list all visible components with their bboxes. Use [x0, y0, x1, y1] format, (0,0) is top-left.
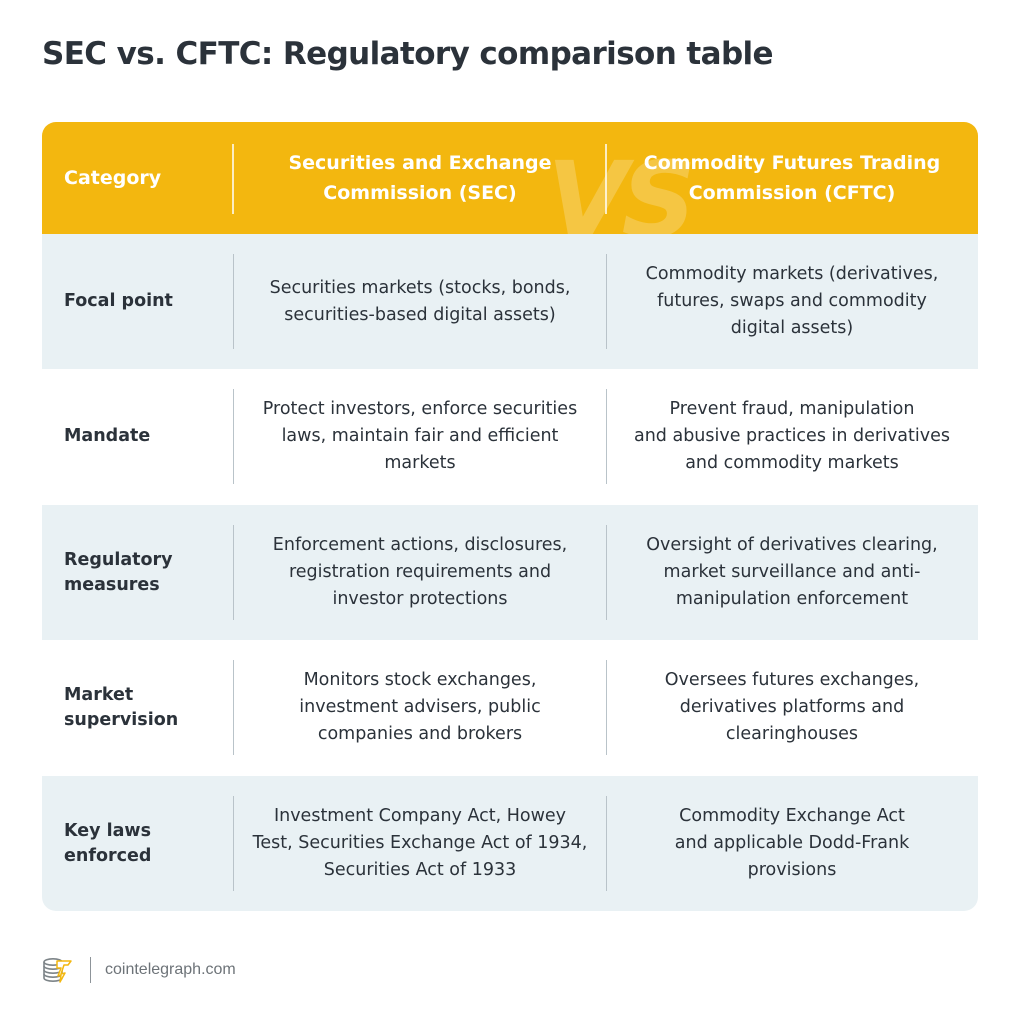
table-row-key-laws: Key laws enforced Investment Company Act… [42, 776, 978, 911]
row-sec-cell: Monitors stock exchanges, investment adv… [299, 670, 541, 744]
table-row-focal-point: Focal point Securities markets (stocks, … [42, 234, 978, 369]
row-sec-cell: Enforcement actions, disclosures, regist… [272, 535, 568, 609]
column-divider [233, 796, 234, 891]
header-sec: Securities and Exchange Commission (SEC) [288, 152, 552, 204]
row-category: Key laws enforced [64, 820, 152, 866]
footer: cointelegraph.com [42, 955, 236, 985]
column-divider [606, 660, 607, 755]
column-divider [606, 389, 607, 484]
row-cftc-cell: Oversight of derivatives clearing, marke… [646, 535, 938, 609]
column-divider [606, 796, 607, 891]
header-cftc: Commodity Futures Trading Commission (CF… [643, 152, 941, 204]
row-category: Mandate [64, 426, 151, 446]
table-row-market-supervision: Market supervision Monitors stock exchan… [42, 640, 978, 775]
row-cftc-cell: Commodity Exchange Act and applicable Do… [674, 806, 910, 880]
column-divider [606, 254, 607, 349]
row-cftc-cell: Commodity markets (derivatives, futures,… [645, 264, 939, 338]
site-url: cointelegraph.com [105, 961, 236, 978]
row-sec-cell: Protect investors, enforce securities la… [262, 399, 578, 473]
footer-divider [90, 957, 91, 983]
column-divider [233, 389, 234, 484]
table-row-mandate: Mandate Protect investors, enforce secur… [42, 369, 978, 504]
row-sec-cell: Investment Company Act, Howey Test, Secu… [252, 806, 588, 880]
cointelegraph-coin-logo-icon [43, 957, 72, 983]
header-divider [232, 144, 234, 214]
page-title: SEC vs. CFTC: Regulatory comparison tabl… [42, 36, 774, 72]
row-category: Regulatory measures [64, 549, 173, 595]
column-divider [233, 254, 234, 349]
row-cftc-cell: Oversees futures exchanges, derivatives … [664, 670, 920, 744]
row-category: Market supervision [64, 684, 179, 730]
row-sec-cell: Securities markets (stocks, bonds, secur… [269, 277, 571, 325]
column-divider [233, 525, 234, 620]
header-category: Category [64, 167, 162, 189]
column-divider [233, 660, 234, 755]
row-cftc-cell: Prevent fraud, manipulation and abusive … [633, 399, 950, 473]
table-header: VS Category Securities and Exchange Comm… [42, 122, 978, 234]
table-row-regulatory-measures: Regulatory measures Enforcement actions,… [42, 505, 978, 640]
column-divider [606, 525, 607, 620]
comparison-table: VS Category Securities and Exchange Comm… [42, 122, 978, 911]
header-divider [605, 144, 607, 214]
row-category: Focal point [64, 291, 173, 311]
